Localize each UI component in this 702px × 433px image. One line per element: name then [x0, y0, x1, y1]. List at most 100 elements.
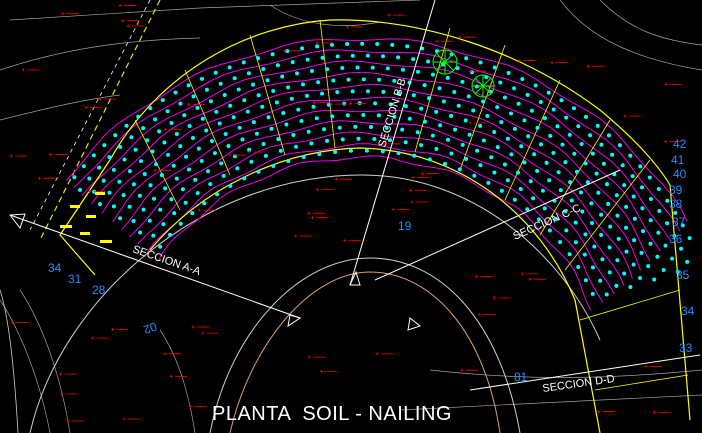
nail-marker	[576, 124, 581, 129]
nail-marker	[573, 220, 578, 225]
nail-marker	[600, 257, 605, 262]
nail-marker	[656, 187, 661, 191]
nail-marker	[276, 137, 281, 142]
nail-marker	[280, 74, 285, 79]
nail-marker	[251, 120, 256, 125]
spot-elevation-mark	[163, 127, 182, 131]
nail-marker	[509, 111, 513, 116]
nail-marker	[330, 114, 335, 119]
spot-elevation-mark	[319, 369, 338, 373]
nail-marker	[270, 52, 275, 57]
spot-elevation-mark	[169, 374, 188, 378]
nail-marker	[121, 193, 126, 198]
nail-marker	[548, 133, 553, 138]
nail-marker	[314, 116, 319, 121]
nail-marker	[147, 218, 152, 223]
nail-marker	[330, 42, 334, 47]
nail-marker	[217, 121, 222, 126]
nail-marker	[456, 103, 461, 108]
nail-marker	[624, 249, 629, 254]
nail-marker	[204, 87, 209, 92]
nail-marker	[178, 101, 183, 106]
nail-marker	[457, 167, 462, 172]
nail-marker	[337, 125, 342, 130]
nail-marker	[412, 153, 417, 158]
spot-elevation-mark	[122, 417, 141, 421]
nail-marker	[499, 188, 504, 193]
nail-marker	[498, 80, 503, 85]
nail-marker	[342, 101, 347, 106]
nail-marker	[246, 71, 251, 76]
nail-marker	[574, 169, 579, 174]
spot-elevation-mark	[163, 352, 182, 356]
nail-marker	[620, 163, 625, 168]
contour-number: 42	[673, 137, 687, 151]
spot-elevation-mark	[307, 355, 326, 359]
nail-marker	[567, 132, 572, 137]
nail-marker	[306, 129, 311, 134]
nail-marker	[381, 89, 386, 94]
nail-marker	[274, 100, 279, 105]
nail-marker	[556, 170, 561, 175]
contour-number: 28	[92, 283, 106, 297]
nail-marker	[661, 268, 666, 272]
spot-elevation-mark	[410, 200, 428, 204]
tree-symbol-1	[432, 49, 458, 75]
nail-marker	[453, 127, 457, 132]
nail-marker	[576, 265, 581, 269]
nail-marker	[590, 265, 595, 270]
nail-marker	[422, 83, 427, 88]
nail-marker	[516, 170, 520, 175]
nail-marker	[525, 92, 530, 97]
nail-marker	[372, 137, 377, 141]
nail-marker	[665, 198, 670, 203]
nail-marker	[171, 163, 176, 168]
spot-elevation-mark	[474, 275, 493, 279]
nail-marker	[604, 292, 609, 297]
nail-marker	[370, 65, 375, 70]
nail-marker	[522, 118, 527, 123]
contour-line	[73, 49, 681, 232]
spot-elevation-mark	[391, 208, 410, 212]
nail-marker	[647, 175, 652, 180]
nail-marker	[240, 137, 245, 142]
nail-marker	[392, 78, 397, 83]
nail-marker	[284, 122, 289, 127]
spot-elevation-mark	[312, 101, 330, 105]
spot-elevation-mark	[460, 368, 479, 372]
spot-elevation-mark	[283, 49, 301, 53]
spot-elevation-mark	[118, 3, 137, 7]
nail-marker	[91, 153, 96, 158]
nail-marker	[663, 243, 668, 248]
nail-marker	[403, 104, 408, 109]
nail-marker	[648, 241, 653, 246]
nail-marker	[148, 106, 153, 111]
spot-elevation-mark	[153, 168, 171, 172]
nail-marker	[178, 144, 183, 149]
nail-marker	[275, 63, 280, 68]
nail-marker	[481, 99, 486, 104]
nail-marker	[208, 99, 213, 104]
spot-elevation-mark	[191, 325, 209, 329]
nail-marker	[111, 204, 116, 209]
nail-marker	[475, 148, 480, 153]
nail-marker	[599, 142, 604, 147]
nail-marker	[539, 142, 543, 147]
nail-marker	[584, 114, 588, 119]
nail-marker	[599, 212, 604, 217]
nail-marker	[138, 230, 143, 235]
nail-marker	[516, 101, 521, 106]
contour-number: 36	[669, 232, 683, 246]
contour-number: 34	[48, 261, 62, 275]
nail-marker	[492, 170, 497, 175]
nail-marker	[589, 201, 594, 206]
spot-elevation-mark	[343, 239, 361, 242]
spot-elevation-mark	[37, 176, 56, 180]
nail-marker	[289, 96, 294, 101]
nail-marker	[499, 120, 504, 125]
nail-marker	[199, 159, 204, 163]
nail-marker	[492, 65, 497, 70]
contour-number: 02	[141, 319, 159, 337]
nail-marker	[353, 124, 358, 129]
